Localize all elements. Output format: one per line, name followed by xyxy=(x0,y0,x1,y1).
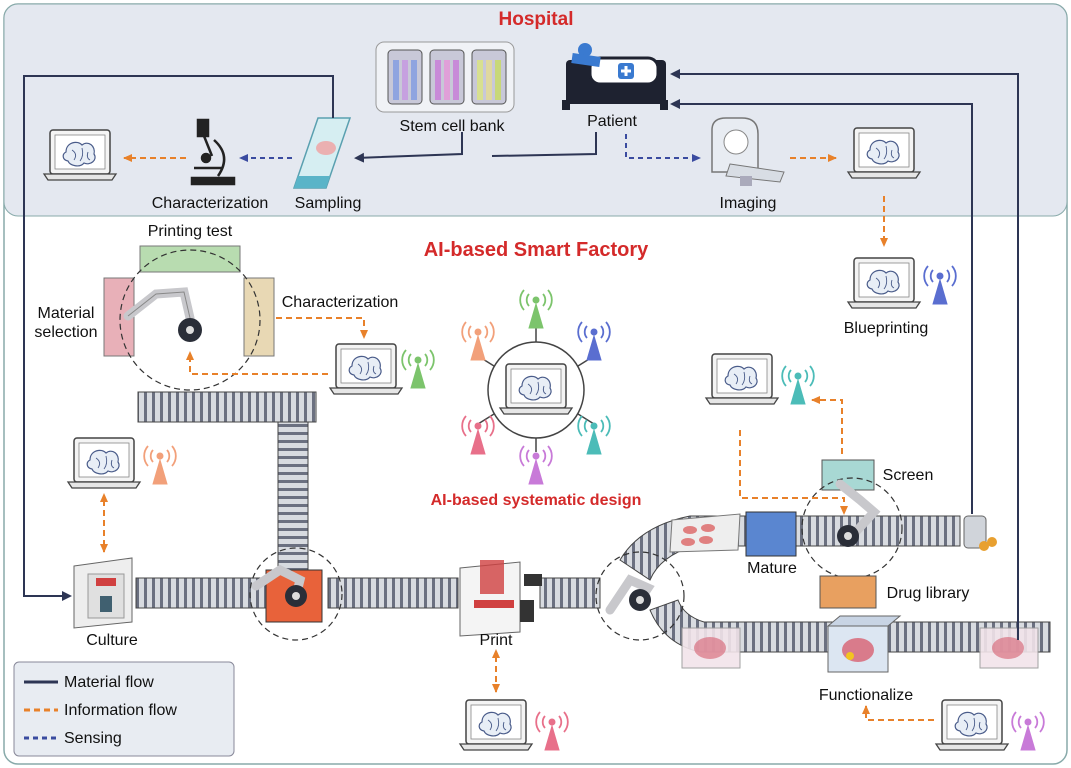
microscope-icon xyxy=(190,118,236,186)
sampling-label: Sampling xyxy=(295,195,362,212)
screen-box xyxy=(821,459,875,491)
laptop-characterization-icon xyxy=(43,129,117,181)
mri-scanner-icon xyxy=(711,117,785,186)
mature-label: Mature xyxy=(747,560,797,577)
printing-test-label: Printing test xyxy=(148,223,233,240)
functionalize-chamber-icon xyxy=(826,615,902,673)
robot-arm-print-icon xyxy=(251,564,307,607)
factory-title: AI-based Smart Factory xyxy=(424,239,649,261)
printhead-cell-circle xyxy=(249,547,343,641)
characterization-box xyxy=(243,277,275,357)
patient-label: Patient xyxy=(587,113,637,130)
stem-cell-bank-label: Stem cell bank xyxy=(400,118,506,135)
laptop-culture-icon xyxy=(67,437,141,489)
print-label: Print xyxy=(480,632,513,649)
printing-test-cell-circle xyxy=(119,249,261,391)
material-flow-lines xyxy=(23,69,1019,640)
incubator-icon xyxy=(73,557,133,629)
tissue-cube-right-icon xyxy=(979,627,1039,669)
well-plate-icon xyxy=(669,513,741,553)
laptop-functionalize-icon xyxy=(935,699,1009,751)
stem-cell-bank-icon xyxy=(375,41,515,113)
robot-arm-junction-icon xyxy=(605,574,655,615)
laptop-ai-hub-icon xyxy=(499,363,573,415)
robot-arm-test-icon xyxy=(123,287,202,342)
laptop-print-icon xyxy=(459,699,533,751)
sensing-flow-lines xyxy=(239,134,701,162)
drug-library-label: Drug library xyxy=(887,585,970,602)
imaging-label: Imaging xyxy=(720,195,777,212)
characterization-top-label: Characterization xyxy=(152,195,269,212)
material-label: Material xyxy=(38,305,95,322)
patient-bed-icon xyxy=(562,43,668,110)
conveyor-top xyxy=(137,391,317,423)
laptop-characterization-mid-icon xyxy=(329,343,403,395)
tissue-cube-left-icon xyxy=(681,627,741,669)
screening-cell-circle xyxy=(801,477,903,579)
robot-arm-screen-icon xyxy=(835,479,881,547)
laptop-screen-icon xyxy=(705,353,779,405)
screen-label: Screen xyxy=(883,467,934,484)
junction-cell-circle xyxy=(595,551,685,641)
legend-label: Material flow xyxy=(64,674,154,691)
conveyor-culture xyxy=(135,577,267,609)
hospital-title: Hospital xyxy=(499,9,574,30)
design-title: AI-based systematic design xyxy=(431,492,642,509)
blueprinting-label: Blueprinting xyxy=(844,320,929,337)
legend-label: Sensing xyxy=(64,730,122,747)
laptop-blueprinting-icon xyxy=(847,257,921,309)
information-flow-lines xyxy=(100,154,934,721)
functionalize-label: Functionalize xyxy=(819,687,913,704)
mature-box xyxy=(745,511,797,557)
hospital-region xyxy=(3,3,1068,217)
conveyor-print-in xyxy=(327,577,459,609)
conveyor-print-out xyxy=(539,577,601,609)
culture-label: Culture xyxy=(86,632,138,649)
drug-library-box xyxy=(819,575,877,609)
bioprinter-icon xyxy=(459,560,542,637)
laptop-imaging-icon xyxy=(847,127,921,179)
drug-bottle-icon xyxy=(963,515,997,551)
legend-label: Information flow xyxy=(64,702,177,719)
selection-label: selection xyxy=(34,324,97,341)
sampling-slide-icon xyxy=(292,117,352,189)
characterization-mid-label: Characterization xyxy=(282,294,399,311)
